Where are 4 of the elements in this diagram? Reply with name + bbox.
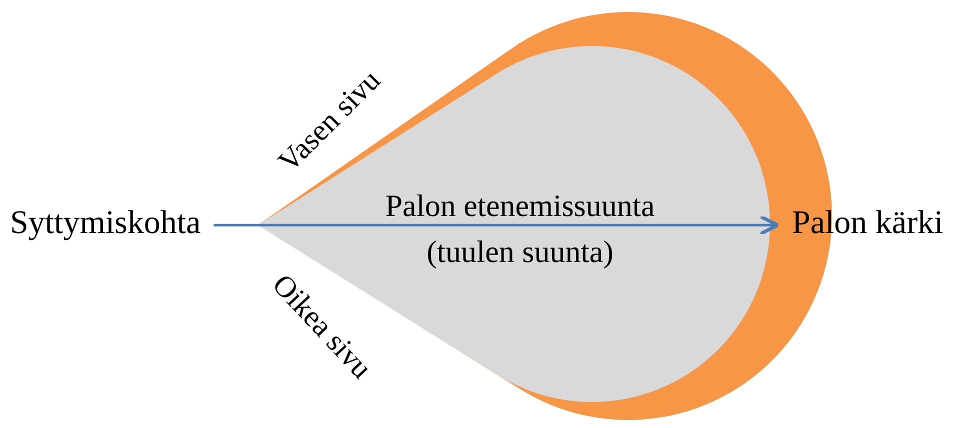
edge-label: Palon etenemissuunta (tuulen suunta) [384,187,656,271]
side-label: Vasen sivu [272,64,387,178]
arrow [214,214,780,236]
point-label: Syttymiskohta [10,205,201,242]
